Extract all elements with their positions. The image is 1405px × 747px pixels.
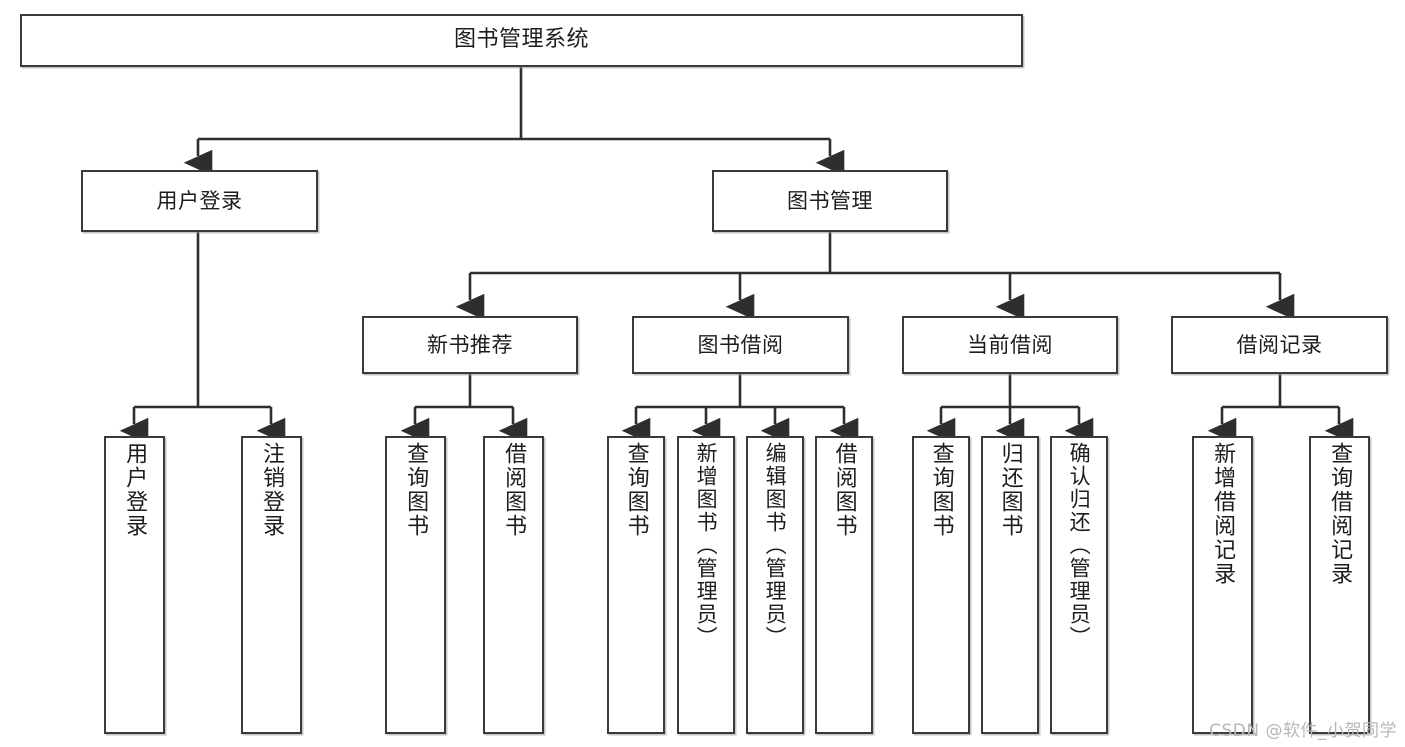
leaf-records-query[interactable]: 查询借阅记录	[1309, 436, 1370, 734]
node-label: 用户登录	[122, 442, 148, 538]
leaf-borrow-add-book-admin[interactable]: 新增图书（管理员）	[677, 436, 735, 734]
node-label: 归还图书	[997, 442, 1023, 538]
node-label: 借阅记录	[1236, 332, 1323, 357]
node-label: 图书管理	[787, 188, 873, 213]
node-label: 新书推荐	[427, 332, 513, 357]
node-root-system[interactable]: 图书管理系统	[20, 14, 1023, 67]
node-book-management[interactable]: 图书管理	[712, 170, 948, 232]
node-label: 查询图书	[928, 442, 954, 538]
node-label: 新增借阅记录	[1210, 442, 1236, 586]
leaf-current-return[interactable]: 归还图书	[981, 436, 1039, 734]
node-label: 查询借阅记录	[1327, 442, 1353, 586]
node-label: 新增图书（管理员）	[694, 442, 719, 649]
node-user-login[interactable]: 用户登录	[81, 170, 318, 232]
leaf-borrow-edit-book-admin[interactable]: 编辑图书（管理员）	[746, 436, 804, 734]
leaf-borrow-query[interactable]: 查询图书	[607, 436, 665, 734]
leaf-new-book-query[interactable]: 查询图书	[385, 436, 446, 734]
leaf-new-book-borrow[interactable]: 借阅图书	[483, 436, 544, 734]
leaf-user-login-signout[interactable]: 注销登录	[241, 436, 302, 734]
leaf-user-login-signin[interactable]: 用户登录	[104, 436, 165, 734]
leaf-current-query[interactable]: 查询图书	[912, 436, 970, 734]
node-label: 当前借阅	[967, 332, 1053, 357]
node-label: 查询图书	[623, 442, 649, 538]
node-borrow-records[interactable]: 借阅记录	[1171, 316, 1388, 374]
node-label: 编辑图书（管理员）	[763, 442, 788, 649]
node-new-book-recommend[interactable]: 新书推荐	[362, 316, 578, 374]
node-label: 图书借阅	[697, 332, 784, 357]
node-label: 借阅图书	[831, 442, 857, 538]
node-label: 借阅图书	[501, 442, 527, 538]
leaf-borrow-borrow-book[interactable]: 借阅图书	[815, 436, 873, 734]
node-book-borrow[interactable]: 图书借阅	[632, 316, 849, 374]
node-current-borrow[interactable]: 当前借阅	[902, 316, 1118, 374]
node-label: 查询图书	[403, 442, 429, 538]
node-label: 用户登录	[156, 188, 243, 213]
node-label: 注销登录	[259, 442, 285, 538]
leaf-current-confirm-return-admin[interactable]: 确认归还（管理员）	[1050, 436, 1108, 734]
leaf-records-add[interactable]: 新增借阅记录	[1192, 436, 1253, 734]
watermark: CSDN @软件_小贺同学	[1209, 721, 1397, 741]
node-label: 图书管理系统	[453, 27, 589, 53]
node-label: 确认归还（管理员）	[1067, 442, 1092, 649]
